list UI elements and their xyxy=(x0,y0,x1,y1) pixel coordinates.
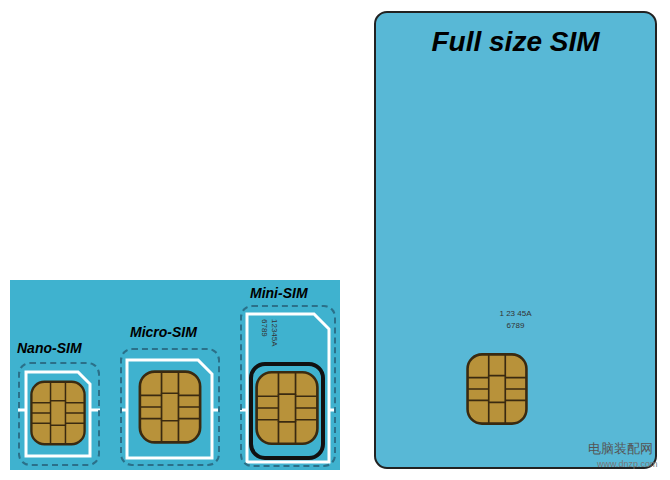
mini-chip xyxy=(257,372,318,443)
mini-sim-area: Mini-SIM12345A6789 xyxy=(240,305,336,467)
full-size-chip xyxy=(468,354,527,423)
watermark: 电脑装配网 xyxy=(588,440,653,458)
mini-outline xyxy=(247,314,329,462)
sim-size-label: Mini-SIM xyxy=(250,285,308,301)
mini-inner-outline xyxy=(251,364,323,458)
background-panel xyxy=(10,280,340,470)
full-size-sim-card: Full size SIM 1 23 45A 6789 xyxy=(375,12,656,468)
full-size-card xyxy=(375,12,656,468)
card-number: 6789 xyxy=(507,322,525,330)
watermark-url: www.dnzp.com xyxy=(597,459,658,469)
micro-outline xyxy=(127,360,212,458)
sim-size-label: Micro-SIM xyxy=(130,324,197,340)
nano-sim-area: Nano-SIM xyxy=(18,362,100,466)
nano-chip xyxy=(31,382,84,445)
card-number: 1 23 45A xyxy=(499,310,531,318)
micro-chip xyxy=(140,372,200,443)
card-number: 12345A xyxy=(270,319,278,347)
card-title: Full size SIM xyxy=(431,26,599,58)
micro-sim-area: Micro-SIM xyxy=(120,348,220,466)
nano-outline xyxy=(26,372,90,456)
sim-size-label: Nano-SIM xyxy=(17,340,82,356)
card-number: 6789 xyxy=(260,319,268,337)
